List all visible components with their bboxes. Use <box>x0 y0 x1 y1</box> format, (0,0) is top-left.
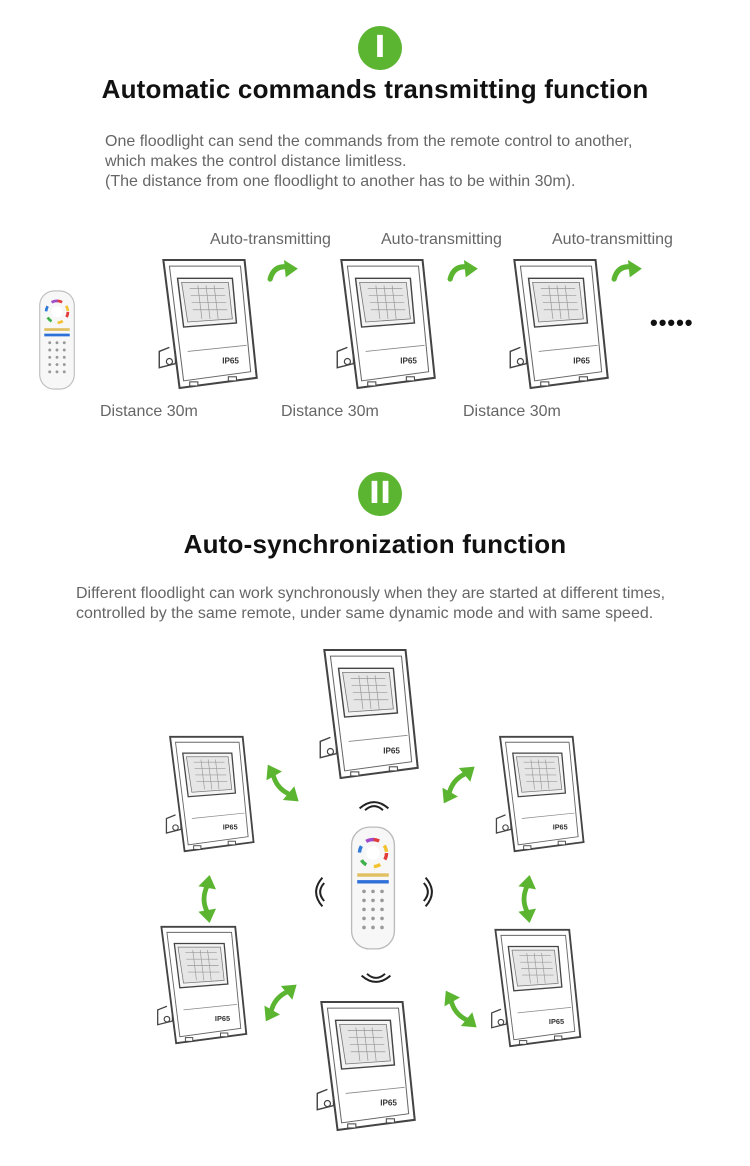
floodlight-3-icon <box>509 258 609 390</box>
sync-arrow-top-right-icon <box>435 759 479 807</box>
signal-waves-top-icon <box>358 800 390 812</box>
signal-waves-bottom-icon <box>360 972 392 984</box>
remote-control-icon <box>38 290 76 390</box>
distance-label-2: Distance 30m <box>281 403 379 420</box>
description-line-1: Different floodlight can work synchronou… <box>76 585 666 602</box>
floodlight-2-icon <box>336 258 436 390</box>
section-2-title: Auto-synchronization function <box>183 529 567 559</box>
section-2-description: Different floodlight can work synchronou… <box>76 584 665 624</box>
floodlight-upper-left-icon <box>165 735 255 853</box>
floodlight-upper-right-icon <box>495 735 585 853</box>
section-1-description: One floodlight can send the commands fro… <box>105 132 632 192</box>
floodlight-top-icon <box>319 648 419 780</box>
distance-label-3: Distance 30m <box>463 403 561 420</box>
transmit-arrow-1-icon <box>270 260 298 279</box>
signal-waves-left-icon <box>314 876 326 908</box>
description-line-2: controlled by the same remote, under sam… <box>76 605 654 622</box>
sync-arrow-left-icon <box>198 875 216 923</box>
floodlight-lower-left-icon <box>156 925 248 1045</box>
sync-arrow-bottom-left-icon <box>257 977 301 1025</box>
auto-transmitting-label-2: Auto-transmitting <box>381 231 502 248</box>
description-line-1: One floodlight can send the commands fro… <box>105 133 633 150</box>
description-line-2: which makes the control distance limitle… <box>105 153 407 170</box>
section-1-title: Automatic commands transmitting function <box>101 74 649 104</box>
section-2-badge: II <box>358 472 402 516</box>
section-1-badge: I <box>358 26 402 70</box>
sync-arrow-right-icon <box>518 875 536 923</box>
distance-label-1: Distance 30m <box>100 403 198 420</box>
transmit-arrow-3-icon <box>614 260 642 279</box>
transmit-arrow-2-icon <box>450 260 478 279</box>
sync-arrow-top-left-icon <box>259 760 303 808</box>
auto-transmitting-label-1: Auto-transmitting <box>210 231 331 248</box>
signal-waves-right-icon <box>422 876 434 908</box>
floodlight-1-icon <box>158 258 258 390</box>
continuation-dots: ••••• <box>650 310 694 335</box>
floodlight-bottom-icon <box>316 1000 416 1132</box>
description-line-3: (The distance from one floodlight to ano… <box>105 173 576 190</box>
floodlight-lower-right-icon <box>490 928 582 1048</box>
sync-arrow-bottom-right-icon <box>437 986 481 1034</box>
center-remote-control-icon <box>350 826 396 950</box>
auto-transmitting-label-3: Auto-transmitting <box>552 231 673 248</box>
